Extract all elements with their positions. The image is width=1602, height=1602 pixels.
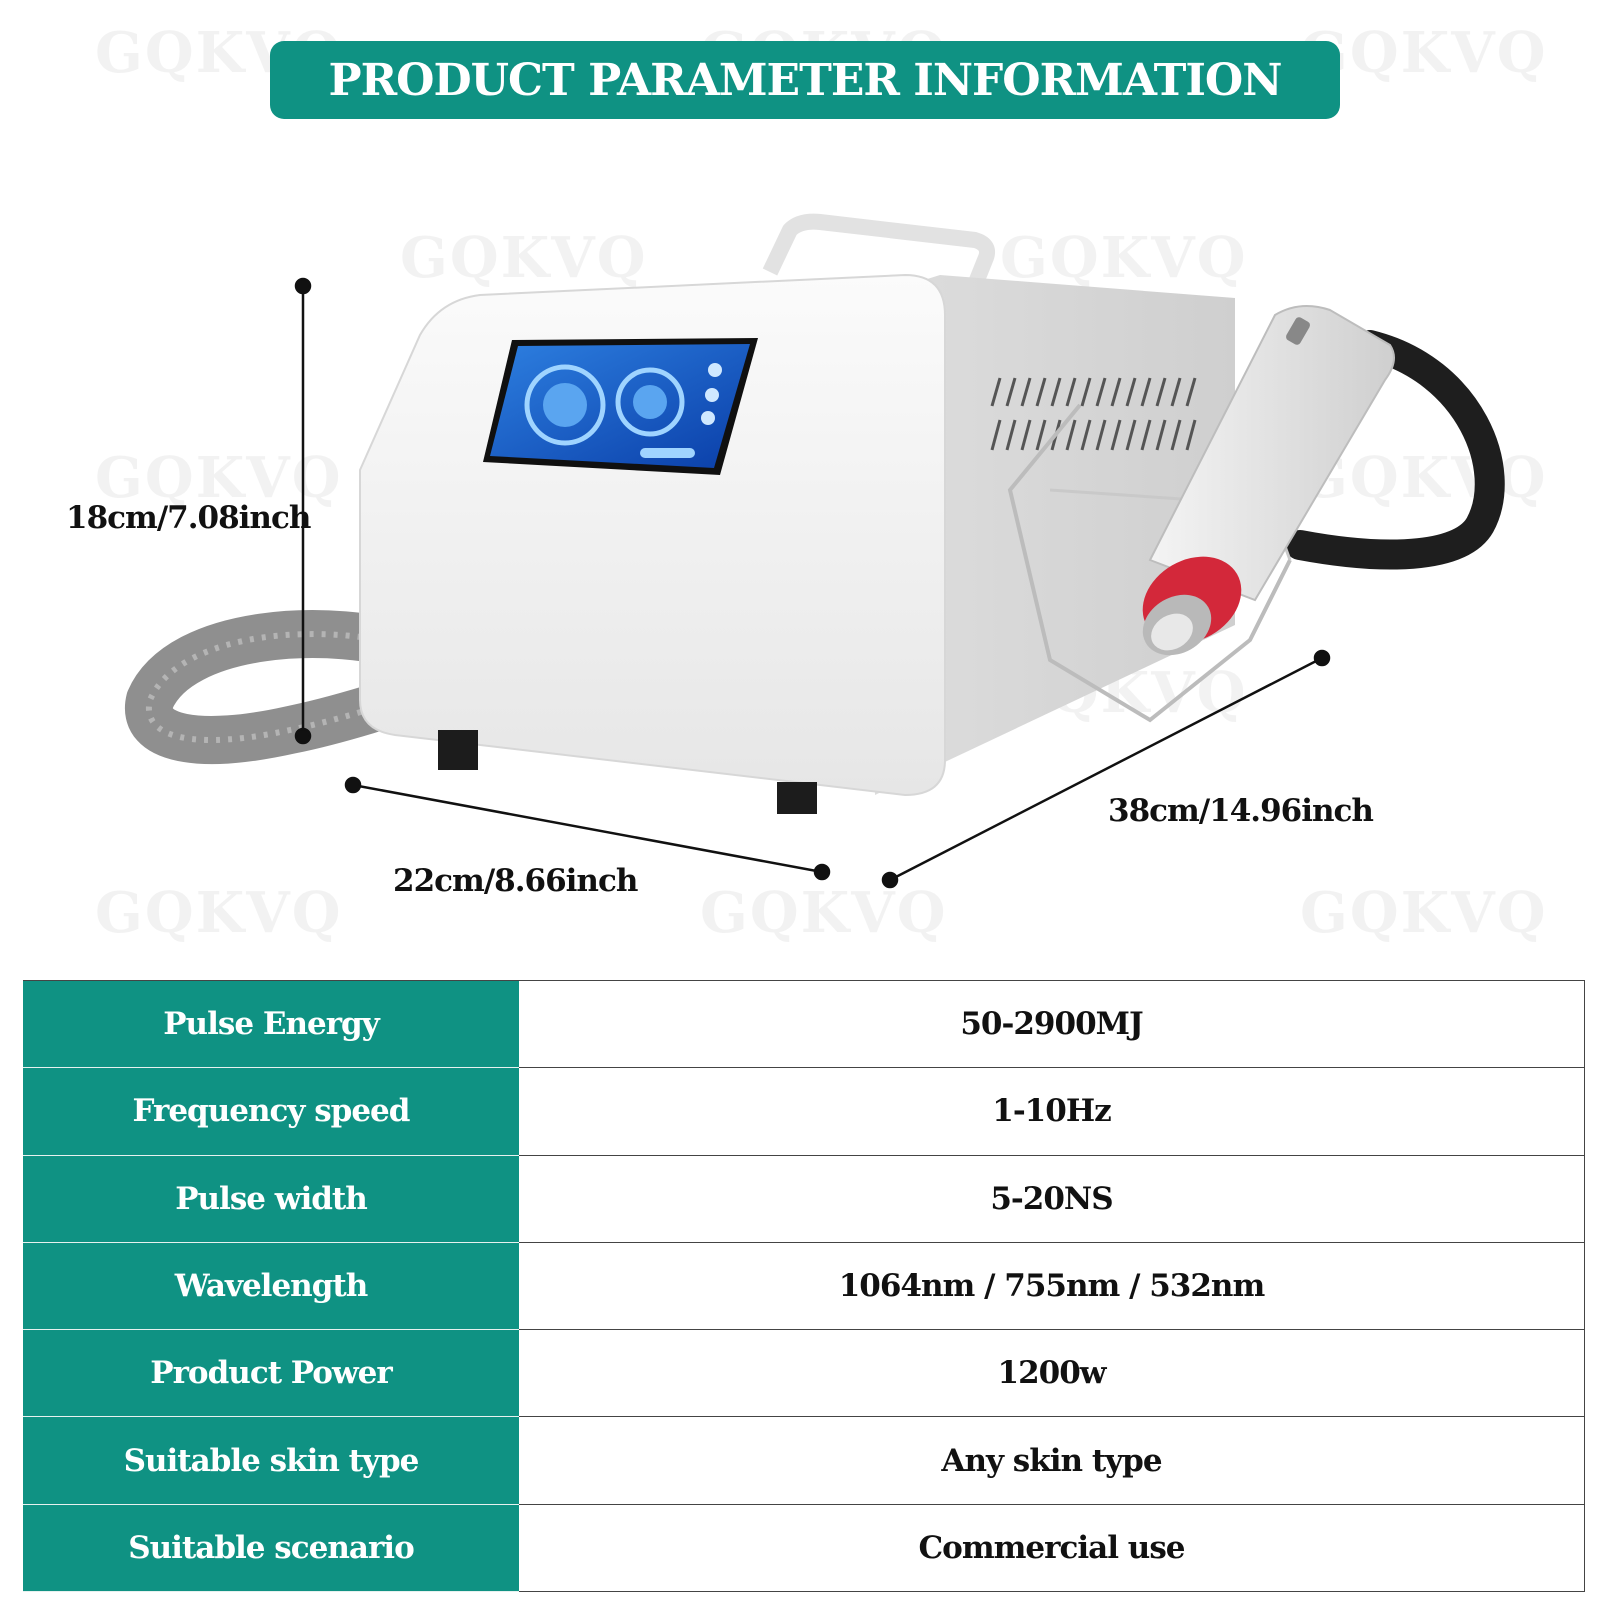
header-banner: PRODUCT PARAMETER INFORMATION — [270, 41, 1340, 119]
spec-value: Commercial use — [519, 1504, 1585, 1593]
device-foot — [438, 730, 478, 770]
handpiece-cable — [1285, 330, 1505, 570]
spec-label: Wavelength — [23, 1242, 519, 1331]
spec-label: Pulse width — [23, 1155, 519, 1243]
spec-label: Product Power — [23, 1329, 519, 1418]
spec-label: Frequency speed — [23, 1067, 519, 1156]
dimension-depth-label: 38cm/14.96inch — [1108, 793, 1374, 829]
laser-handpiece — [1148, 305, 1395, 602]
spec-value: 1-10Hz — [519, 1067, 1585, 1156]
spec-value: 1200w — [519, 1329, 1585, 1418]
spec-value: 5-20NS — [519, 1155, 1585, 1243]
carry-handle — [762, 213, 995, 288]
acrylic-guard — [1007, 403, 1292, 723]
spec-value: 50-2900MJ — [519, 979, 1585, 1069]
dimension-width-label: 22cm/8.66inch — [393, 863, 638, 899]
spec-value: 1064nm / 755nm / 532nm — [519, 1242, 1585, 1331]
spec-label: Suitable skin type — [23, 1416, 519, 1505]
spec-label: Suitable scenario — [23, 1504, 519, 1593]
page-title: PRODUCT PARAMETER INFORMATION — [328, 54, 1283, 106]
dimension-lines — [294, 277, 1331, 889]
device-foot — [777, 782, 817, 814]
product-illustration — [125, 213, 1505, 889]
spec-value: Any skin type — [519, 1416, 1585, 1505]
dimension-height-label: 18cm/7.08inch — [66, 500, 311, 536]
spec-label: Pulse Energy — [23, 979, 519, 1069]
